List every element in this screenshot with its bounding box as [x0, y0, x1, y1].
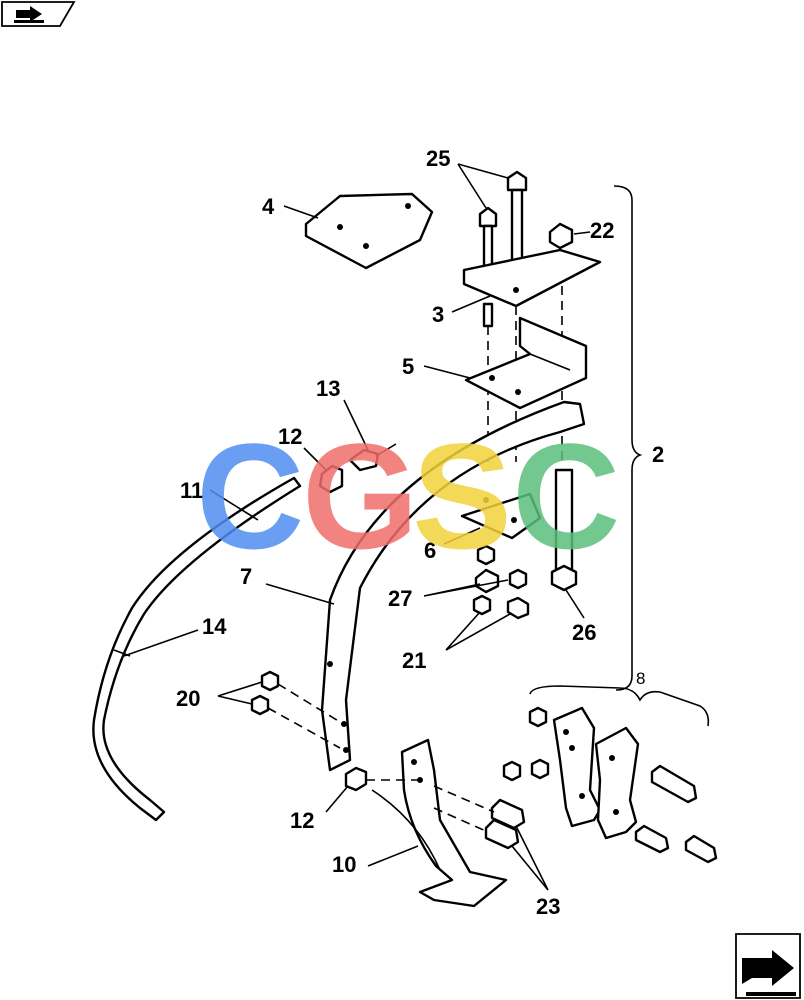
- callout-7: 7: [240, 564, 252, 589]
- callout-26: 26: [572, 620, 596, 645]
- bolt-part-26: [550, 468, 578, 592]
- nut-part-20: [250, 670, 280, 716]
- callout-22: 22: [590, 218, 614, 243]
- watermark-letter-s: S: [412, 412, 512, 580]
- plate-assembly-part-8: [502, 706, 718, 864]
- watermark-letter-c1: C: [196, 412, 304, 580]
- callout-21: 21: [402, 648, 426, 673]
- nut-part-22: [548, 222, 574, 250]
- washer-part-27: [474, 544, 528, 594]
- callout-5: 5: [402, 354, 414, 379]
- page-forward-arrow-icon[interactable]: [735, 933, 801, 999]
- callout-13: 13: [316, 376, 340, 401]
- shovel-point-part-10: [371, 738, 508, 908]
- callout-3: 3: [432, 302, 444, 327]
- watermark-letter-c2: C: [512, 412, 620, 580]
- callout-12-bottom: 12: [290, 808, 314, 833]
- callout-20: 20: [176, 686, 200, 711]
- callout-4: 4: [262, 194, 275, 219]
- callout-12-top: 12: [278, 424, 302, 449]
- plate-part-6: [460, 492, 542, 540]
- assembly-bracket-2: [613, 185, 643, 691]
- cgsc-watermark: C G S C: [196, 412, 620, 580]
- bolt-part-23: [484, 798, 526, 850]
- watermark-letter-g: G: [302, 412, 419, 580]
- fitting-part-13: [348, 443, 397, 472]
- callout-8: 8: [636, 669, 645, 688]
- nut-part-21: [472, 594, 530, 620]
- callout-6: 6: [424, 538, 436, 563]
- shank-part-7: [320, 400, 586, 772]
- callout-11: 11: [180, 478, 203, 503]
- plate-part-4: [304, 192, 434, 270]
- bent-bracket-part-5: [464, 316, 588, 410]
- book-arrow-icon[interactable]: [1, 1, 76, 27]
- fitting-part-12-bottom: [344, 766, 368, 792]
- callout-14: 14: [202, 614, 227, 639]
- callout-2: 2: [652, 442, 664, 467]
- callout-23: 23: [536, 894, 560, 919]
- callout-25: 25: [426, 146, 450, 171]
- callout-27: 27: [388, 586, 412, 611]
- assembly-bracket-8: [529, 685, 710, 727]
- clamp-plate-part-3: [462, 248, 602, 308]
- fitting-part-12-top: [318, 464, 344, 494]
- callout-10: 10: [332, 852, 356, 877]
